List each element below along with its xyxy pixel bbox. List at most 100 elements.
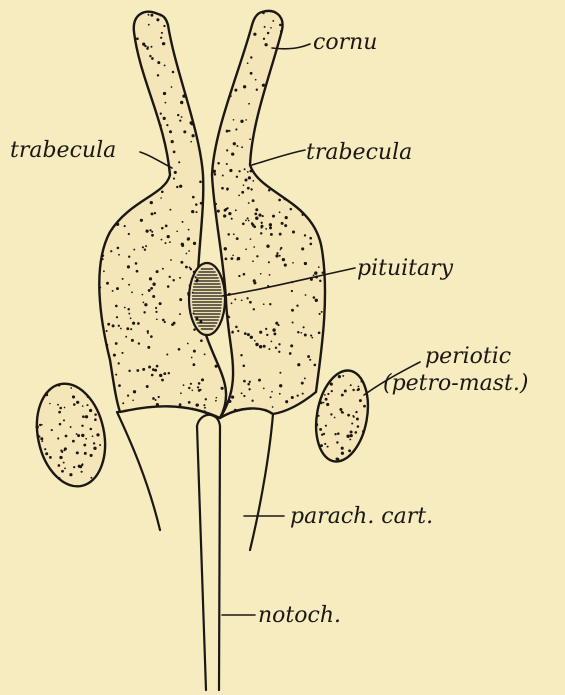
stipple-dot — [178, 161, 180, 163]
stipple-dot — [57, 404, 59, 406]
stipple-dot — [107, 323, 110, 326]
stipple-dot — [180, 101, 183, 104]
stipple-dot — [131, 339, 134, 342]
stipple-dot — [278, 199, 281, 202]
stipple-dot — [272, 20, 274, 22]
stipple-dot — [317, 415, 319, 417]
stipple-dot — [170, 259, 172, 261]
stipple-dot — [190, 141, 192, 143]
stipple-dot — [302, 393, 304, 395]
stipple-dot — [57, 437, 59, 439]
label-periotic: periotic — [425, 344, 511, 369]
stipple-dot — [116, 316, 118, 318]
stipple-dot — [271, 391, 273, 393]
stipple-dot — [179, 185, 182, 188]
stipple-dot — [253, 281, 256, 284]
stipple-dot — [318, 331, 321, 334]
stipple-dot — [309, 243, 312, 246]
stipple-dot — [251, 400, 253, 402]
stipple-dot — [228, 212, 231, 215]
stipple-dot — [226, 163, 228, 165]
stipple-dot — [188, 387, 190, 389]
stipple-dot — [151, 374, 154, 377]
stipple-dot — [106, 330, 108, 332]
stipple-dot — [318, 266, 320, 268]
stipple-dot — [156, 270, 159, 273]
stipple-dot — [151, 57, 154, 60]
stipple-dot — [96, 433, 99, 436]
stipple-dot — [163, 42, 166, 45]
stipple-dot — [320, 444, 323, 447]
stipple-dot — [151, 231, 153, 233]
stipple-dot — [321, 433, 323, 435]
stipple-dot — [284, 264, 287, 267]
stipple-dot — [188, 401, 191, 404]
stipple-dot — [225, 258, 228, 261]
stipple-dot — [155, 311, 157, 313]
stipple-dot — [94, 418, 97, 421]
stipple-dot — [221, 187, 224, 190]
stipple-dot — [195, 280, 198, 283]
stipple-dot — [172, 279, 174, 281]
stipple-dot — [247, 333, 250, 336]
stipple-dot — [128, 284, 130, 286]
stipple-dot — [324, 443, 326, 445]
stipple-dot — [154, 369, 157, 372]
stipple-dot — [255, 217, 258, 220]
stipple-dot — [110, 250, 112, 252]
stipple-dot — [243, 365, 246, 368]
stipple-dot — [243, 380, 246, 383]
stipple-dot — [362, 430, 365, 433]
label-parach-cart: parach. cart. — [290, 504, 433, 529]
stipple-dot — [193, 363, 196, 366]
stipple-dot — [87, 395, 90, 398]
stipple-dot — [171, 86, 173, 88]
stipple-dot — [162, 268, 164, 270]
stipple-dot — [156, 365, 159, 368]
stipple-dot — [173, 151, 176, 154]
stipple-dot — [196, 404, 199, 407]
stipple-dot — [45, 452, 48, 455]
stipple-dot — [263, 388, 265, 390]
stipple-dot — [260, 273, 262, 275]
stipple-dot — [133, 249, 135, 251]
stipple-dot — [173, 322, 176, 325]
stipple-dot — [118, 362, 120, 364]
stipple-dot — [41, 440, 43, 442]
stipple-dot — [223, 214, 226, 217]
stipple-dot — [45, 393, 48, 396]
stipple-dot — [265, 328, 267, 330]
stipple-dot — [268, 189, 271, 192]
stipple-dot — [150, 14, 153, 17]
stipple-dot — [222, 175, 224, 177]
stipple-dot — [192, 292, 194, 294]
stipple-dot — [244, 178, 247, 181]
stipple-dot — [243, 273, 246, 276]
stipple-dot — [303, 326, 305, 328]
stipple-dot — [127, 394, 129, 396]
stipple-dot — [276, 252, 278, 254]
stipple-dot — [290, 344, 293, 347]
stipple-dot — [250, 336, 253, 339]
stipple-dot — [193, 242, 196, 245]
stipple-dot — [145, 229, 148, 232]
stipple-dot — [227, 207, 229, 209]
stipple-dot — [131, 291, 133, 293]
stipple-dot — [179, 119, 181, 121]
stipple-dot — [228, 130, 230, 132]
stipple-dot — [327, 393, 329, 395]
stipple-dot — [49, 456, 52, 459]
stipple-dot — [252, 180, 254, 182]
stipple-dot — [235, 326, 238, 329]
stipple-dot — [353, 416, 355, 418]
stipple-dot — [262, 12, 265, 15]
stipple-dot — [271, 341, 273, 343]
stipple-dot — [157, 74, 159, 76]
stipple-dot — [320, 401, 323, 404]
stipple-dot — [236, 176, 238, 178]
stipple-dot — [272, 215, 275, 218]
stipple-dot — [125, 336, 127, 338]
label-trabecula-left: trabecula — [10, 138, 116, 163]
stipple-dot — [263, 303, 265, 305]
